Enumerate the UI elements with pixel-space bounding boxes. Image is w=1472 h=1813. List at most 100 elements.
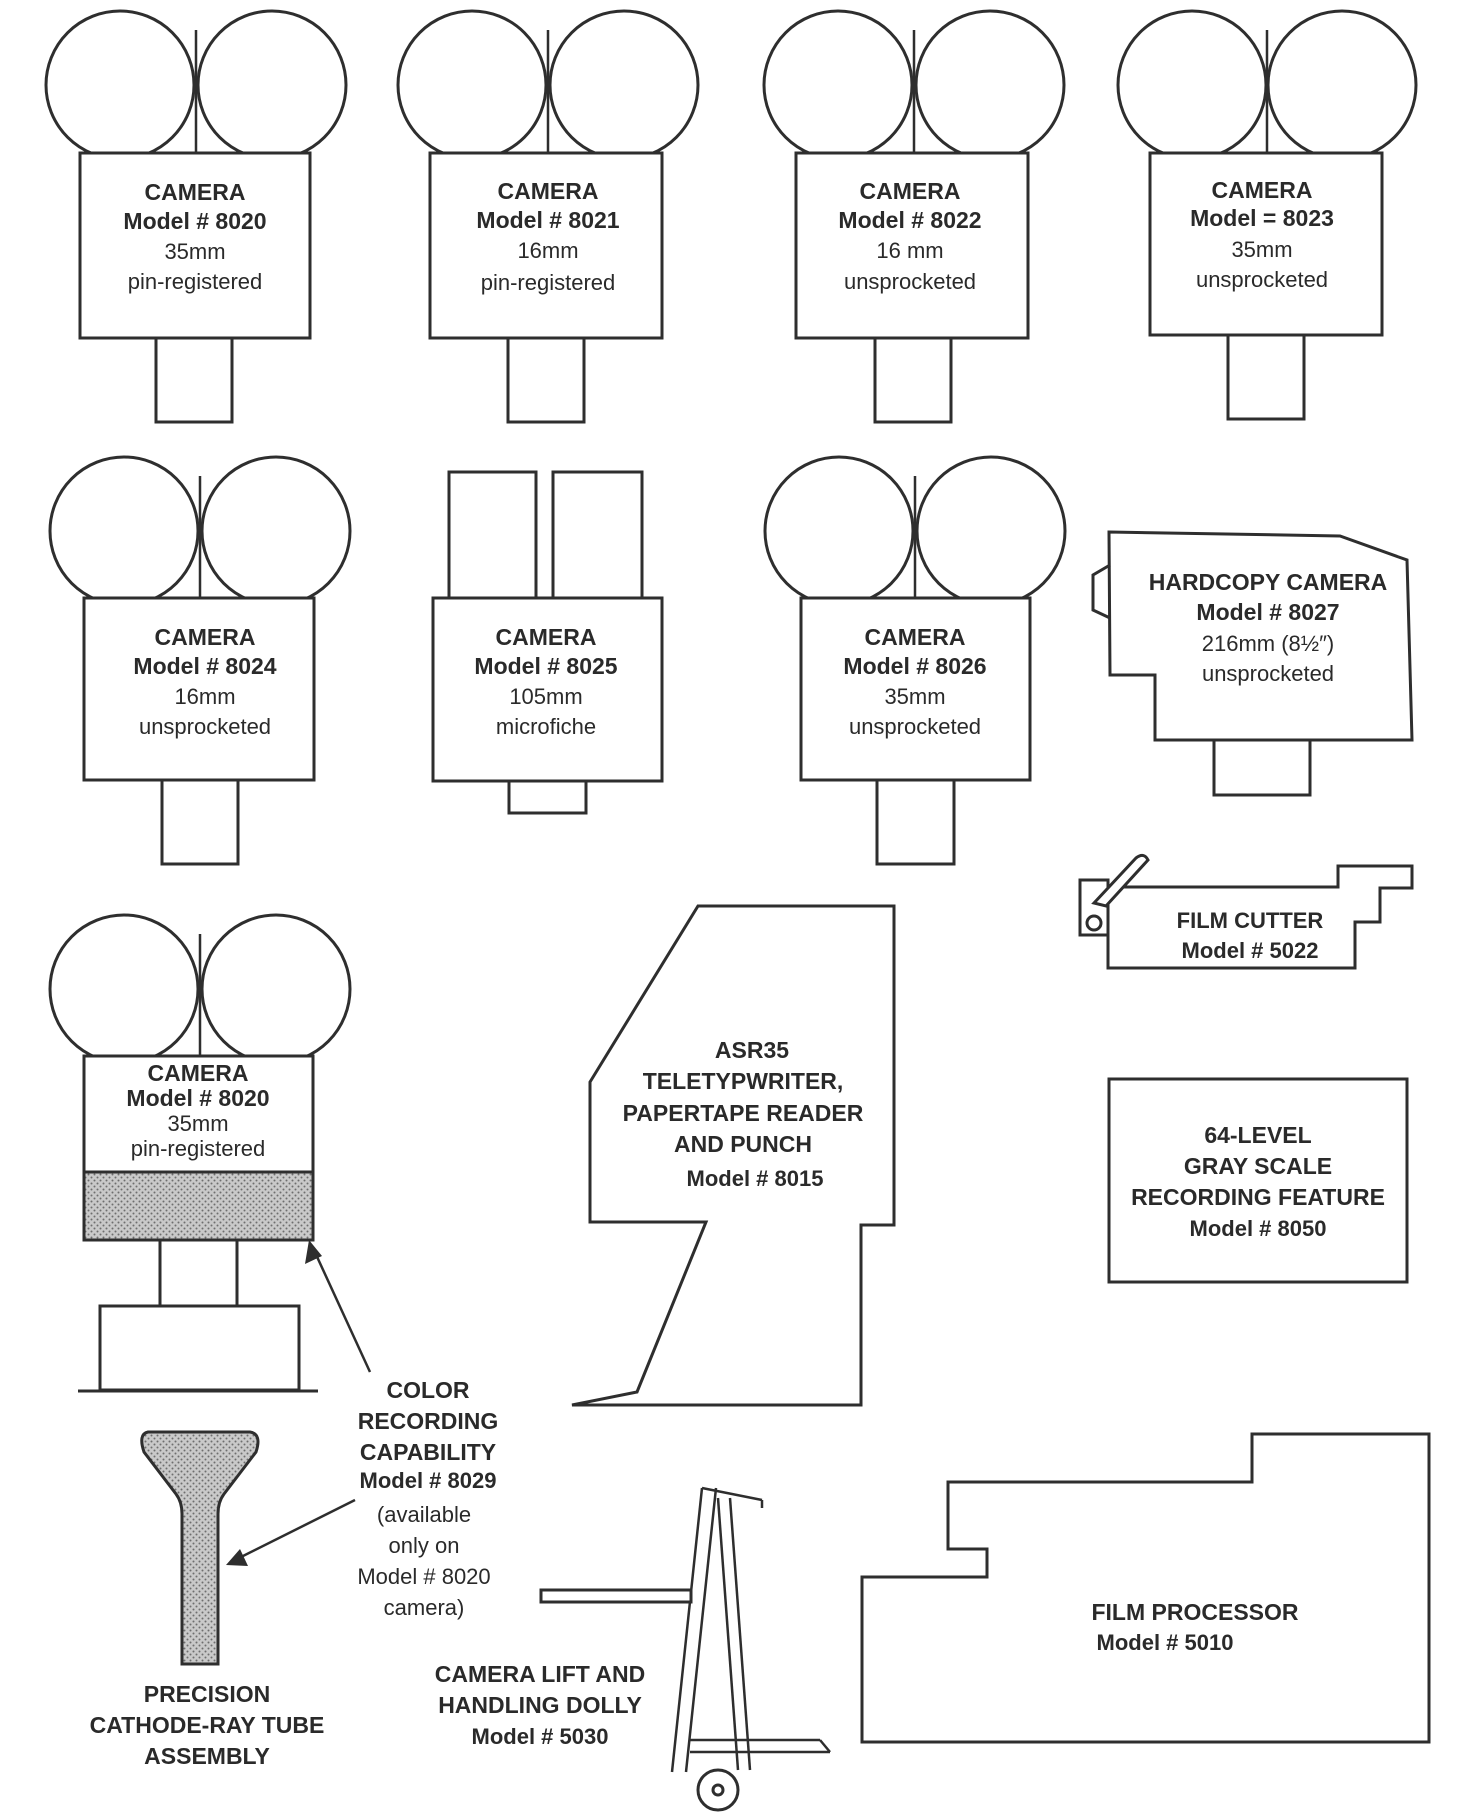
color-recording-8029: COLOR RECORDING CAPABILITY Model # 8029 … [226, 1240, 498, 1620]
camera-title: CAMERA [865, 624, 966, 650]
camera-8025: CAMERA Model # 8025 105mm microfiche [431, 470, 664, 815]
camera-type: unsprocketed [849, 714, 981, 739]
processor-title: FILM PROCESSOR [1091, 1599, 1298, 1625]
camera-type: pin-registered [128, 269, 263, 294]
color-note3: Model # 8020 [357, 1564, 490, 1589]
dolly-rail-left [670, 1487, 704, 1773]
camera-8024: CAMERA Model # 8024 16mm unsprocketed [48, 455, 352, 866]
camera-body [794, 151, 1030, 340]
film-processor-5010: FILM PROCESSOR Model # 5010 [860, 1432, 1431, 1744]
film-reel-right [1266, 9, 1418, 161]
film-reel-left [763, 455, 915, 607]
camera-type: unsprocketed [1196, 267, 1328, 292]
camera-model: Model = 8023 [1190, 205, 1334, 231]
color-line2: RECORDING [358, 1408, 499, 1434]
camera-title: CAMERA [1212, 177, 1313, 203]
camera-title: CAMERA [860, 178, 961, 204]
hardcopy-type: unsprocketed [1202, 661, 1334, 686]
camera-lens [160, 778, 240, 866]
camera-model: Model # 8025 [474, 653, 617, 679]
dolly-fork [539, 1588, 693, 1604]
film-magazine-left [447, 470, 538, 600]
film-cutter-5022: FILM CUTTER Model # 5022 [1078, 853, 1414, 970]
camera-format: 35mm [167, 1111, 228, 1136]
color-note2: only on [389, 1533, 460, 1558]
film-reel-right [548, 9, 700, 161]
camera-format: 16mm [517, 238, 578, 263]
camera-8020: CAMERA Model # 8020 35mm pin-registered [44, 9, 348, 424]
film-cutter-model: Model # 5022 [1182, 938, 1319, 963]
dolly-back-brace [716, 1497, 740, 1771]
camera-body [82, 596, 316, 782]
dolly-back-brace-2 [728, 1497, 752, 1771]
dolly-model: Model # 5030 [472, 1724, 609, 1749]
crt-assembly: PRECISION CATHODE-RAY TUBE ASSEMBLY [90, 1430, 325, 1769]
teletype-8015: ASR35 TELETYPWRITER, PAPERTAPE READER AN… [571, 904, 896, 1407]
teletype-line1: ASR35 [715, 1037, 789, 1063]
camera-body [82, 1054, 315, 1174]
teletype-line4: AND PUNCH [674, 1131, 812, 1157]
color-note1: (available [377, 1502, 471, 1527]
camera-format: 105mm [509, 684, 582, 709]
camera-lens [506, 336, 586, 424]
camera-lens [875, 778, 956, 866]
camera-model: Model # 8024 [133, 653, 276, 679]
film-processor-body [860, 1432, 1431, 1744]
film-reel-right [196, 9, 348, 161]
film-reel-left [48, 913, 200, 1065]
camera-body [799, 596, 1032, 782]
film-cutter-pivot [1085, 914, 1103, 932]
gray-scale-line1: 64-LEVEL [1204, 1122, 1311, 1148]
teletype-cabinet [571, 904, 896, 1407]
dolly-handle-top [701, 1486, 763, 1502]
hardcopy-model: Model # 8027 [1196, 599, 1339, 625]
film-reel-right [200, 913, 352, 1065]
dolly-5030: CAMERA LIFT AND HANDLING DOLLY Model # 5… [435, 1486, 831, 1812]
crt-line3: ASSEMBLY [144, 1743, 270, 1769]
film-reel-left [44, 9, 196, 161]
crt-line1: PRECISION [144, 1681, 271, 1707]
camera-8023: CAMERA Model = 8023 35mm unsprocketed [1116, 9, 1418, 421]
teletype-line2: TELETYPWRITER, [643, 1068, 844, 1094]
teletype-line3: PAPERTAPE READER [623, 1100, 864, 1126]
dolly-rail-right [684, 1487, 718, 1773]
hardcopy-camera-lens [1212, 738, 1312, 797]
color-note4: camera) [384, 1595, 465, 1620]
camera-body [1148, 151, 1384, 337]
color-line1: COLOR [386, 1377, 469, 1403]
camera-model: Model # 8026 [843, 653, 986, 679]
camera-body [428, 151, 664, 340]
gray-scale-line3: RECORDING FEATURE [1131, 1184, 1385, 1210]
gray-scale-8050: 64-LEVEL GRAY SCALE RECORDING FEATURE Mo… [1107, 1077, 1409, 1284]
film-cutter-title: FILM CUTTER [1177, 908, 1324, 933]
film-reel-left [48, 455, 200, 607]
crt-base [98, 1304, 301, 1392]
camera-title: CAMERA [148, 1060, 249, 1086]
camera-format: 35mm [884, 684, 945, 709]
camera-lens [154, 336, 234, 424]
camera-title: CAMERA [498, 178, 599, 204]
arrow-to-crt [234, 1498, 356, 1562]
camera-type: microfiche [496, 714, 596, 739]
camera-format: 16 mm [876, 238, 943, 263]
camera-lens [507, 779, 588, 815]
camera-model: Model # 8022 [838, 207, 981, 233]
camera-title: CAMERA [155, 624, 256, 650]
dolly-line1: CAMERA LIFT AND [435, 1661, 645, 1687]
camera-8021: CAMERA Model # 8021 16mm pin-registered [396, 9, 700, 424]
film-cutter-handle [1091, 853, 1150, 908]
film-reel-left [396, 9, 548, 161]
color-filter-section [82, 1170, 315, 1242]
camera-8026: CAMERA Model # 8026 35mm unsprocketed [763, 455, 1067, 866]
camera-type: unsprocketed [139, 714, 271, 739]
dolly-line2: HANDLING DOLLY [438, 1692, 642, 1718]
crt-line2: CATHODE-RAY TUBE [90, 1712, 325, 1738]
camera-type: pin-registered [131, 1136, 266, 1161]
film-reel-right [915, 455, 1067, 607]
camera-8022: CAMERA Model # 8022 16 mm unsprocketed [762, 9, 1066, 424]
gray-scale-line2: GRAY SCALE [1184, 1153, 1332, 1179]
dolly-wheel-hub [711, 1783, 725, 1797]
color-model: Model # 8029 [360, 1468, 497, 1493]
teletype-model: Model # 8015 [687, 1166, 824, 1191]
arrowhead [226, 1549, 248, 1566]
